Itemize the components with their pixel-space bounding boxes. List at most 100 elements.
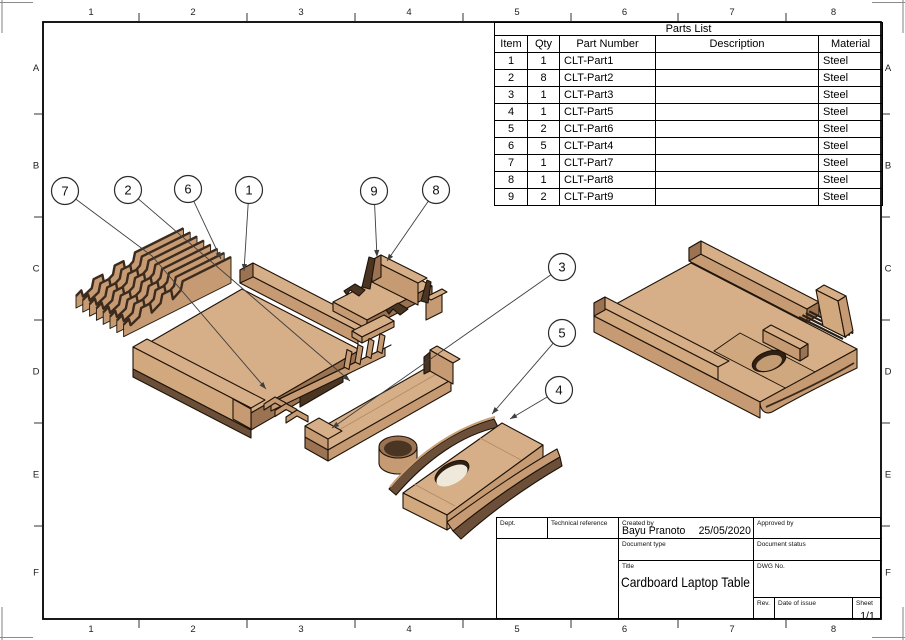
left-ruler-A: A <box>33 63 40 74</box>
balloon-5[interactable] <box>547 318 577 348</box>
stand-assembly <box>332 254 448 344</box>
balloon-8[interactable] <box>421 175 451 205</box>
balloon-number-2: 2 <box>124 183 131 198</box>
qty-cell: 1 <box>527 171 560 189</box>
leader-arrowhead <box>241 263 248 271</box>
col-item: Item <box>494 35 528 53</box>
item-cell: 6 <box>494 137 528 155</box>
material-cell: Steel <box>817 137 884 155</box>
part-number-cell: CLT-Part4 <box>559 137 656 155</box>
balloon-2[interactable] <box>113 175 143 205</box>
balloon-number-1: 1 <box>245 183 252 198</box>
description-cell <box>655 188 819 206</box>
leader-arrowhead <box>387 253 394 261</box>
description-cell <box>655 52 819 70</box>
material-cell: Steel <box>817 188 884 206</box>
leader-arrowhead <box>259 381 266 389</box>
material-cell: Steel <box>817 86 884 104</box>
item-cell: 9 <box>494 188 528 206</box>
top-ruler-7: 7 <box>729 7 734 18</box>
item-cell: 8 <box>494 171 528 189</box>
rev-label: Rev. <box>757 600 770 607</box>
description-cell <box>655 171 819 189</box>
dept-label: Dept. <box>500 520 516 527</box>
description-cell <box>655 103 819 121</box>
date-of-issue-cell: Date of issue <box>775 598 853 620</box>
parts-list-table: Parts List Item Qty Part Number Descript… <box>493 22 884 206</box>
balloon-1[interactable] <box>234 175 264 205</box>
title-block: Dept. Technical reference Created by Bay… <box>496 517 882 622</box>
top-ruler-3: 3 <box>298 7 303 18</box>
balloon-number-9: 9 <box>370 184 377 199</box>
leader-arrowhead <box>332 421 340 428</box>
material-cell: Steel <box>817 171 884 189</box>
item-cell: 7 <box>494 154 528 172</box>
balloon-3[interactable] <box>547 252 577 282</box>
created-by-value: Bayu Pranoto <box>622 525 686 537</box>
bottom-ruler-5: 5 <box>514 624 519 635</box>
bottom-ruler-4: 4 <box>406 624 411 635</box>
balloon-number-3: 3 <box>558 260 565 275</box>
balloon-6[interactable] <box>173 174 203 204</box>
bottom-ruler-8: 8 <box>831 624 836 635</box>
approved-by-cell: Approved by <box>754 518 882 539</box>
part-number-cell: CLT-Part1 <box>559 52 656 70</box>
part-number-cell: CLT-Part5 <box>559 103 656 121</box>
left-ruler-E: E <box>33 470 39 481</box>
col-part-number: Part Number <box>559 35 656 53</box>
top-ruler-4: 4 <box>406 7 411 18</box>
balloon-7[interactable] <box>50 176 80 206</box>
left-ruler-F: F <box>33 568 39 579</box>
parts-list-title: Parts List <box>493 22 884 36</box>
description-cell <box>655 86 819 104</box>
qty-cell: 8 <box>527 69 560 87</box>
right-ruler-C: C <box>885 264 892 275</box>
item-cell: 1 <box>494 52 528 70</box>
balloon-9[interactable] <box>359 176 389 206</box>
curved-rail-front <box>446 448 563 540</box>
sheet-cell: Sheet 1/1 <box>853 598 882 622</box>
sheet-label: Sheet <box>856 600 873 607</box>
left-ruler-B: B <box>33 161 39 172</box>
leader-arrowhead <box>510 413 518 419</box>
created-date-value: 25/05/2020 <box>698 525 751 537</box>
balloon-number-6: 6 <box>184 182 191 197</box>
date-of-issue-label: Date of issue <box>778 600 816 607</box>
part-number-cell: CLT-Part2 <box>559 69 656 87</box>
right-ruler-D: D <box>885 367 892 378</box>
leader-arrowhead <box>374 249 380 257</box>
balloon-4[interactable] <box>544 375 574 405</box>
document-status-label: Document status <box>757 541 806 548</box>
dwg-no-cell: DWG No. <box>754 561 882 598</box>
parts-list: Parts List Item Qty Part Number Descript… <box>493 22 884 206</box>
title-block-empty-cell <box>497 539 619 620</box>
description-cell <box>655 154 819 172</box>
border-ticks <box>34 13 890 628</box>
left-ruler-C: C <box>33 264 40 275</box>
item-cell: 4 <box>494 103 528 121</box>
right-ruler-F: F <box>885 568 891 579</box>
material-cell: Steel <box>817 69 884 87</box>
balloon-number-4: 4 <box>555 383 562 398</box>
qty-cell: 1 <box>527 103 560 121</box>
left-ruler-D: D <box>33 367 40 378</box>
fin-stack <box>75 227 232 338</box>
bottom-ruler-6: 6 <box>622 624 627 635</box>
main-panel <box>132 262 372 439</box>
material-cell: Steel <box>817 103 884 121</box>
top-ruler-1: 1 <box>88 7 93 18</box>
bottom-ruler-7: 7 <box>729 624 734 635</box>
description-cell <box>655 69 819 87</box>
approved-by-label: Approved by <box>757 520 794 527</box>
assembled-table <box>593 240 858 419</box>
